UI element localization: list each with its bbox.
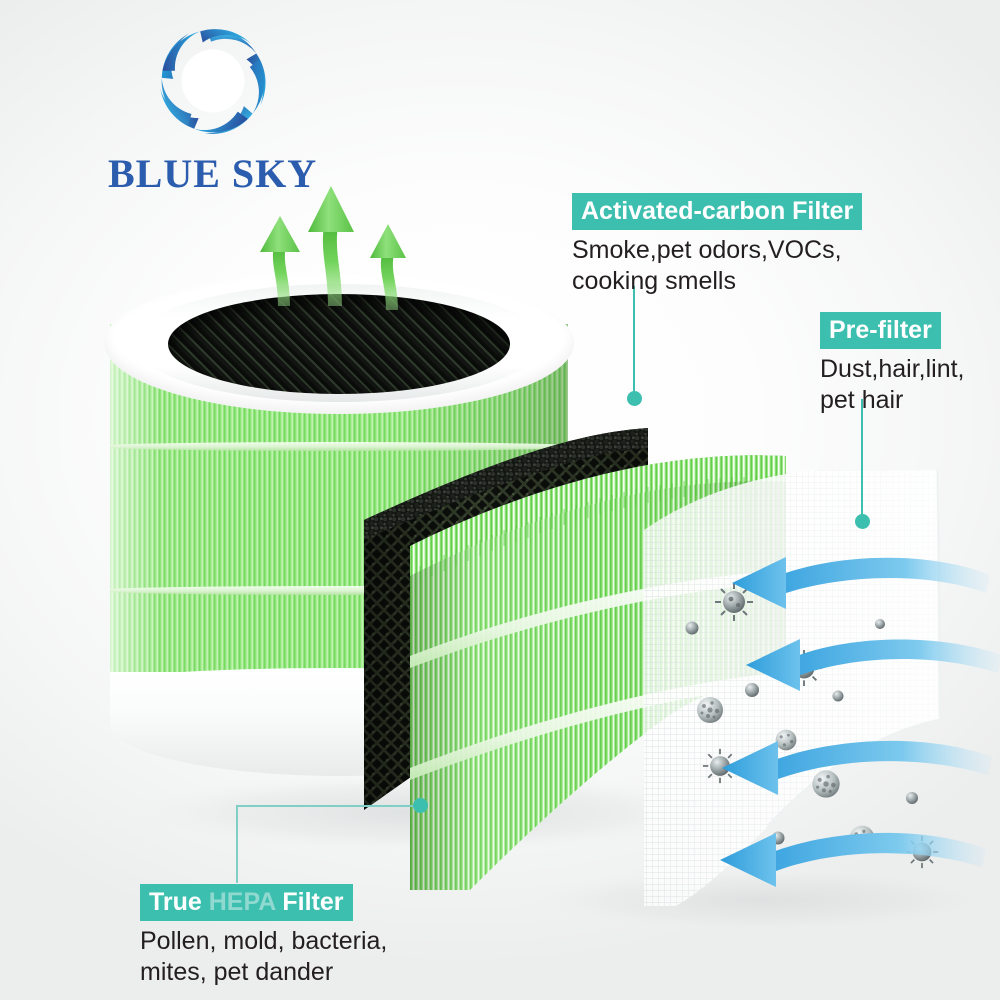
pollutant-particle-icon [685, 619, 918, 845]
callout-activated-carbon: Activated-carbon Filter Smoke,pet odors,… [572, 193, 863, 296]
leader-true-hepa [236, 798, 431, 885]
clean-air-arrows [250, 178, 440, 313]
leader-activated-carbon [627, 286, 647, 416]
callout-true-hepa: True HEPA Filter Pollen, mold, bacteria,… [140, 884, 387, 987]
leader-dot [627, 391, 642, 406]
badge-true-hepa-filter: True HEPA Filter [140, 884, 353, 921]
left-arrow-icon [732, 557, 990, 609]
brand-wordmark: BLUE SKY [108, 151, 318, 196]
leader-line [861, 399, 863, 521]
up-arrow-icon [260, 216, 300, 306]
badge-prefix: True [149, 888, 209, 916]
leader-line [633, 286, 635, 398]
left-arrow-icon [720, 832, 986, 887]
description-activated-carbon: Smoke,pet odors,VOCs, cooking smells [572, 236, 842, 295]
pre-filter-mesh-sheet [640, 469, 970, 910]
up-arrow-icon [308, 186, 354, 306]
badge-activated-carbon-filter: Activated-carbon Filter [572, 193, 863, 230]
leader-pre-filter [855, 399, 875, 544]
badge-pre-filter: Pre-filter [820, 312, 941, 349]
badge-suffix: Filter [275, 888, 344, 916]
left-arrow-icon [722, 740, 992, 795]
up-arrow-icon [370, 224, 406, 310]
leader-elbow-line [236, 805, 420, 883]
badge-hepa-word: HEPA [208, 888, 276, 916]
left-arrow-icon [746, 639, 1000, 691]
leader-dot [855, 514, 870, 529]
callout-pre-filter: Pre-filter Dust,hair,lint, pet hair [820, 312, 965, 415]
dirty-air-arrows [690, 545, 1000, 895]
aperture-swirl-icon [154, 22, 272, 140]
brand-logo: BLUE SKY [108, 22, 358, 196]
cylinder-band [110, 442, 568, 451]
description-pre-filter: Dust,hair,lint, pet hair [820, 355, 965, 414]
description-true-hepa: Pollen, mold, bacteria, mites, pet dande… [140, 927, 388, 986]
cylinder-band [110, 586, 568, 595]
carbon-core-mesh [168, 294, 510, 394]
leader-dot [413, 798, 428, 813]
